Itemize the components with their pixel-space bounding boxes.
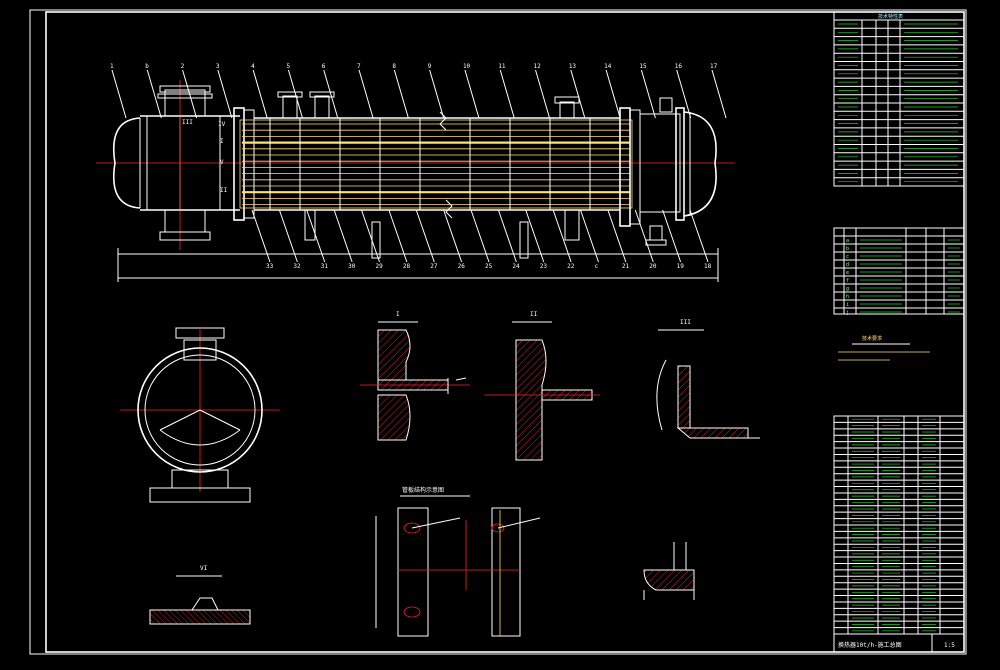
balloon-label: c [595, 263, 599, 270]
roman-marker: II [220, 187, 228, 194]
roman-marker: V [220, 159, 224, 166]
nozzle-row-label: b [846, 246, 849, 252]
balloon-label: 26 [458, 263, 466, 270]
roman-marker: I [220, 138, 224, 145]
balloon-label: 14 [604, 63, 612, 70]
balloon-label: 2 [181, 63, 185, 70]
parts-list: 换热器10t/h-施工总图 1:5 [833, 415, 965, 653]
balloon-label: b [145, 63, 149, 70]
balloon-label: 15 [639, 63, 647, 70]
detail-view-i: I [360, 311, 470, 441]
technical-notes: 技术要求 [838, 335, 930, 361]
balloon-leaders-bottom: 33 32 31 30 29 28 27 26 25 24 23 22 c 21 20 19 18 [251, 209, 712, 270]
balloon-label: 32 [293, 263, 301, 270]
inner-frame [45, 11, 965, 653]
balloon-label: 9 [428, 63, 432, 70]
balloon-label: 8 [392, 63, 396, 70]
balloon-label: 25 [485, 263, 493, 270]
end-section-view [120, 327, 280, 503]
balloon-label: 13 [569, 63, 577, 70]
balloon-label: 21 [622, 263, 630, 270]
drawing-scale: 1:5 [944, 642, 955, 649]
spec-table-header: 技术特性表 [878, 13, 903, 20]
nozzle-row-label: j [846, 310, 849, 316]
balloon-label: 18 [704, 263, 712, 270]
balloon-label: 11 [498, 63, 506, 70]
detail-title-vi: VI [200, 565, 208, 572]
nozzle-row-label: g [846, 286, 849, 292]
balloon-label: 27 [430, 263, 438, 270]
detail-view-vi: VI [149, 565, 251, 625]
nozzle-row-label: i [846, 302, 849, 308]
balloon-label: 4 [251, 63, 255, 70]
balloon-label: 19 [677, 263, 685, 270]
nozzle-row-label: d [846, 262, 849, 268]
balloon-label: 12 [534, 63, 542, 70]
balloon-label: 17 [710, 63, 718, 70]
nozzle-row-label: e [846, 270, 849, 276]
balloon-label: 23 [540, 263, 548, 270]
detail-title-i: I [396, 311, 400, 318]
balloon-leaders-top: 1 b 2 3 4 5 6 7 8 9 10 11 12 13 14 15 16 17 [110, 63, 727, 119]
balloon-label: 28 [403, 263, 411, 270]
balloon-label: 31 [321, 263, 329, 270]
balloon-label: 20 [649, 263, 657, 270]
tube-layout-view: 管板结构示意图 [375, 486, 541, 637]
balloon-label: 24 [512, 263, 520, 270]
balloon-label: 7 [357, 63, 361, 70]
tube-layout-title: 管板结构示意图 [402, 486, 444, 494]
balloon-label: 10 [463, 63, 471, 70]
balloon-label: 16 [675, 63, 683, 70]
nozzle-row-label: f [846, 278, 849, 284]
nozzle-detail-view [643, 542, 695, 600]
balloon-label: 6 [322, 63, 326, 70]
nozzle-row-label: h [846, 294, 849, 300]
balloon-label: 33 [266, 263, 274, 270]
roman-marker: IV [218, 121, 226, 128]
balloon-label: 29 [376, 263, 384, 270]
spec-table: 技术特性表 [833, 11, 965, 187]
detail-title-ii: II [530, 311, 538, 318]
nozzle-row-label: a [846, 238, 849, 244]
balloon-label: 30 [348, 263, 356, 270]
drawing-title: 换热器10t/h-施工总图 [838, 641, 902, 649]
notes-title: 技术要求 [862, 335, 882, 342]
balloon-label: 5 [286, 63, 290, 70]
nozzle-row-label: c [846, 254, 849, 260]
main-elevation-view: III IV I V II [96, 80, 735, 282]
balloon-label: 3 [216, 63, 220, 70]
detail-title-iii: III [680, 319, 691, 326]
detail-view-ii: II [484, 311, 600, 461]
balloon-label: 22 [567, 263, 575, 270]
balloon-label: 1 [110, 63, 114, 70]
detail-view-iii: III [656, 319, 760, 439]
outer-frame [29, 9, 967, 655]
roman-marker: III [182, 119, 193, 126]
